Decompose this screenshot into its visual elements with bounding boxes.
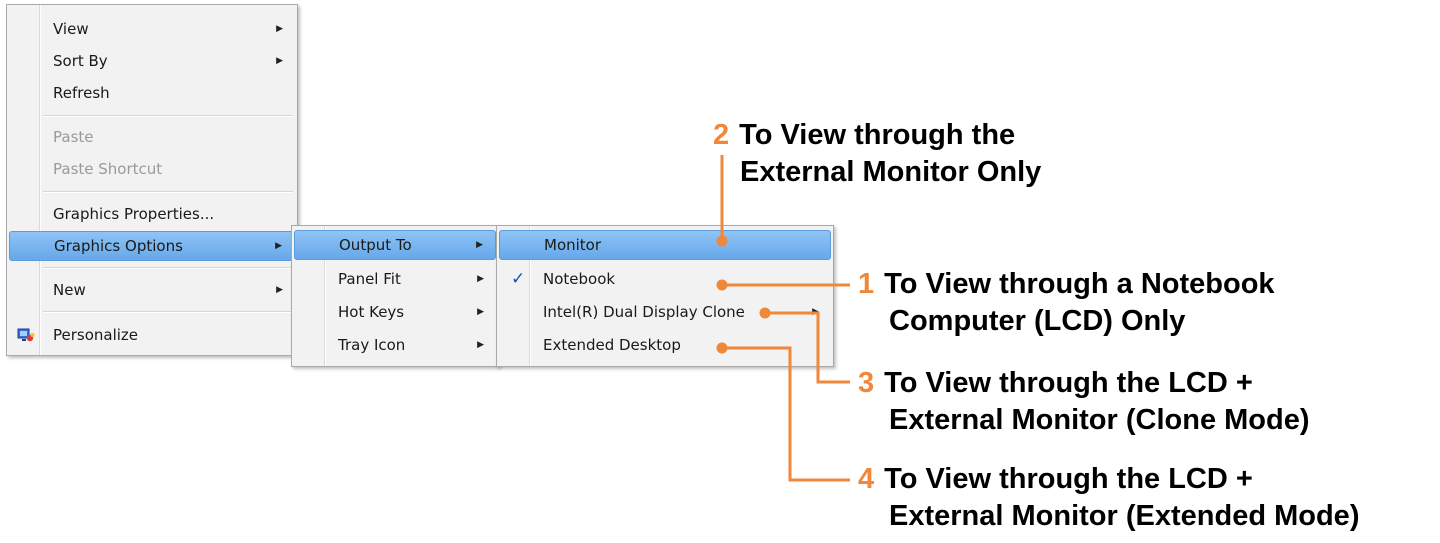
menu-item-label: Paste bbox=[53, 128, 94, 146]
menu-item-refresh[interactable]: Refresh bbox=[9, 78, 295, 108]
menu-item-graphics-options[interactable]: Graphics Options ▶ bbox=[9, 231, 295, 261]
callout-1: 1 To View through a Notebook Computer (LC… bbox=[858, 266, 1275, 340]
callout-text-line1: To View through the bbox=[739, 119, 1016, 151]
menu-item-label: Notebook bbox=[543, 270, 616, 288]
callout-dot-4 bbox=[716, 342, 728, 354]
menu-item-label: Sort By bbox=[53, 52, 108, 70]
personalize-icon bbox=[17, 320, 35, 350]
menu-item-label: Tray Icon bbox=[338, 336, 406, 354]
callout-dot-3 bbox=[759, 307, 771, 319]
submenu-arrow-icon: ▶ bbox=[477, 307, 484, 317]
menu-item-sort-by[interactable]: Sort By ▶ bbox=[9, 46, 295, 76]
output-to-submenu: Monitor ✓ Notebook Intel(R) Dual Display… bbox=[496, 225, 834, 367]
callout-text-line2: External Monitor (Extended Mode) bbox=[889, 500, 1360, 532]
callout-number: 1 bbox=[858, 268, 875, 300]
menu-item-view[interactable]: View ▶ bbox=[9, 14, 295, 44]
menu-item-label: Intel(R) Dual Display Clone bbox=[543, 303, 745, 321]
callout-text-line2: Computer (LCD) Only bbox=[889, 305, 1186, 337]
menu-separator bbox=[43, 311, 293, 313]
menu-separator bbox=[43, 267, 293, 269]
menu-item-hot-keys[interactable]: Hot Keys ▶ bbox=[294, 297, 496, 327]
menu-item-label: Graphics Options bbox=[54, 237, 183, 255]
menu-item-notebook[interactable]: ✓ Notebook bbox=[499, 264, 831, 294]
callout-text-line1: To View through the LCD + bbox=[884, 463, 1253, 495]
callout-dot-1 bbox=[716, 279, 728, 291]
menu-separator bbox=[43, 191, 293, 193]
checkmark-icon: ✓ bbox=[511, 269, 526, 289]
menu-item-label: Paste Shortcut bbox=[53, 160, 163, 178]
menu-item-new[interactable]: New ▶ bbox=[9, 275, 295, 305]
submenu-arrow-icon: ▶ bbox=[477, 274, 484, 284]
submenu-arrow-icon: ▶ bbox=[276, 24, 283, 34]
callout-2: 2 To View through the External Monitor On… bbox=[713, 117, 1041, 191]
menu-separator bbox=[43, 115, 293, 117]
leader-line-4 bbox=[722, 346, 850, 482]
submenu-arrow-icon: ▶ bbox=[276, 285, 283, 295]
menu-item-label: Refresh bbox=[53, 84, 110, 102]
desktop-context-menu: View ▶ Sort By ▶ Refresh Paste Paste Sho… bbox=[6, 4, 298, 356]
menu-item-panel-fit[interactable]: Panel Fit ▶ bbox=[294, 264, 496, 294]
menu-item-tray-icon[interactable]: Tray Icon ▶ bbox=[294, 330, 496, 360]
submenu-arrow-icon: ▶ bbox=[477, 340, 484, 350]
menu-item-graphics-properties[interactable]: Graphics Properties... bbox=[9, 199, 295, 229]
submenu-arrow-icon: ▶ bbox=[276, 56, 283, 66]
callout-3: 3 To View through the LCD + External Moni… bbox=[858, 365, 1310, 439]
menu-item-output-to[interactable]: Output To ▶ bbox=[294, 230, 496, 260]
menu-item-label: Hot Keys bbox=[338, 303, 405, 321]
menu-item-label: Output To bbox=[339, 236, 412, 254]
callout-text-line2: External Monitor (Clone Mode) bbox=[889, 404, 1310, 436]
callout-number: 4 bbox=[858, 463, 875, 495]
menu-item-label: New bbox=[53, 281, 86, 299]
callout-text-line2: External Monitor Only bbox=[740, 156, 1042, 188]
menu-item-label: Graphics Properties... bbox=[53, 205, 215, 223]
menu-item-label: Extended Desktop bbox=[543, 336, 681, 354]
menu-item-label: Monitor bbox=[544, 236, 602, 254]
menu-item-personalize[interactable]: Personalize bbox=[9, 320, 295, 350]
graphics-options-submenu: Output To ▶ Panel Fit ▶ Hot Keys ▶ Tray … bbox=[291, 225, 499, 367]
menu-item-label: View bbox=[53, 20, 89, 38]
callout-text-line1: To View through the LCD + bbox=[884, 367, 1253, 399]
submenu-arrow-icon: ▶ bbox=[476, 240, 483, 250]
callout-dot-2 bbox=[716, 235, 728, 247]
callout-number: 3 bbox=[858, 367, 875, 399]
callout-4: 4 To View through the LCD + External Moni… bbox=[858, 461, 1359, 535]
leader-line-3 bbox=[765, 311, 850, 384]
menu-item-paste: Paste bbox=[9, 122, 295, 152]
menu-item-extended-desktop[interactable]: Extended Desktop bbox=[499, 330, 831, 360]
submenu-arrow-icon: ▶ bbox=[275, 241, 282, 251]
callout-text-line1: To View through a Notebook bbox=[884, 268, 1275, 300]
menu-item-monitor[interactable]: Monitor bbox=[499, 230, 831, 260]
callout-number: 2 bbox=[713, 119, 730, 151]
menu-item-label: Personalize bbox=[53, 326, 139, 344]
menu-item-label: Panel Fit bbox=[338, 270, 401, 288]
menu-item-paste-shortcut: Paste Shortcut bbox=[9, 154, 295, 184]
